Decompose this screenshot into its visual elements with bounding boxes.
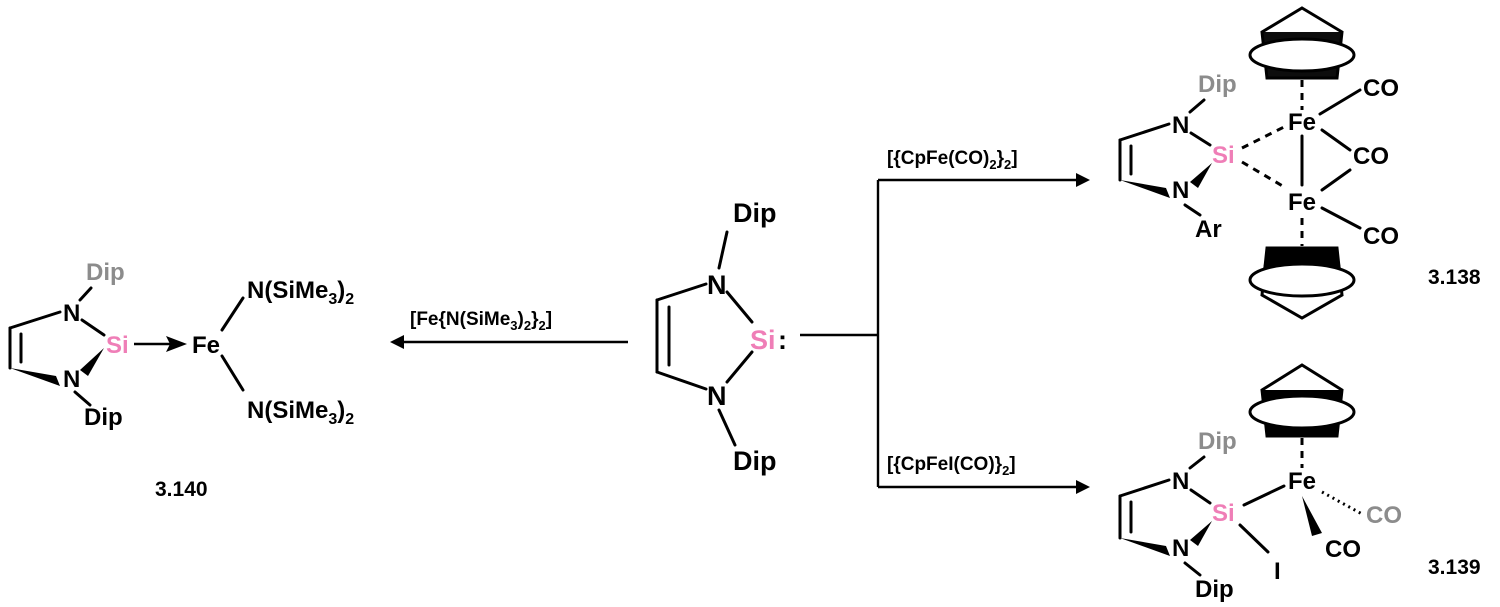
bond-n-si-top bbox=[725, 290, 754, 324]
product-3-139: Dip N N Dip Si Fe CO CO I 3.139 bbox=[1118, 363, 1481, 603]
fe-top-label: Fe bbox=[1288, 109, 1316, 136]
fe-bottom-label: Fe bbox=[1288, 189, 1316, 216]
bond-n-ar bbox=[1183, 203, 1202, 217]
bond-n-ch bbox=[1118, 122, 1171, 142]
fe-co-bridge-bottom bbox=[1320, 168, 1352, 192]
n-bottom-label: N bbox=[707, 381, 727, 411]
right-branch-arrows: [{CpFe(CO)2}2] [{CpFeI(CO)}2] bbox=[800, 148, 1090, 494]
si-label: Si bbox=[1212, 142, 1235, 169]
dip-label: Dip bbox=[1198, 71, 1237, 98]
bond-n-si bbox=[1189, 488, 1212, 505]
bond-ch-n-bottom bbox=[655, 370, 708, 391]
fe-label: Fe bbox=[192, 332, 220, 359]
n-bottom-label: N bbox=[1172, 177, 1189, 204]
si-label: Si bbox=[106, 332, 129, 359]
wedge-bond bbox=[10, 368, 60, 386]
compound-number: 3.138 bbox=[1428, 266, 1481, 289]
central-silylene: Dip Dip N N Si : bbox=[655, 198, 787, 476]
n-bottom-label: N bbox=[1172, 535, 1189, 562]
si-fe-top-bond bbox=[1241, 124, 1287, 150]
bond-n-dip bbox=[1183, 561, 1202, 577]
product-3-138: Dip N N Ar Si Fe Fe CO CO CO 3.138 bbox=[1118, 6, 1481, 320]
bond-dip-n bbox=[78, 286, 93, 302]
dip-bottom-label: Dip bbox=[1195, 576, 1234, 603]
cp-ring-top-inner bbox=[1248, 37, 1356, 73]
bond-dip-n-top bbox=[717, 230, 729, 270]
fe-co-bridge-top bbox=[1320, 128, 1352, 152]
co-bridge-label: CO bbox=[1353, 143, 1389, 170]
bond-fe-n-bottom bbox=[220, 354, 245, 392]
dip-top-label: Dip bbox=[1198, 428, 1237, 455]
fe-co-bottom-bond bbox=[1320, 206, 1362, 230]
ar-label: Ar bbox=[1195, 216, 1222, 243]
bond-dip-n-bottom bbox=[717, 408, 737, 447]
reagent-cpfei-co-dimer: [{CpFeI(CO)}2] bbox=[887, 454, 1016, 478]
wedge-si-n bbox=[1190, 163, 1212, 188]
si-label: Si bbox=[1212, 500, 1235, 527]
dative-arrowhead bbox=[166, 336, 187, 352]
bond-dip-n bbox=[1188, 455, 1206, 470]
wedge-si-n bbox=[1190, 521, 1212, 546]
compound-number: 3.140 bbox=[155, 478, 208, 501]
arrowhead-top bbox=[1076, 173, 1090, 187]
dip-bottom-label: Dip bbox=[84, 404, 123, 431]
bond-fe-n-top bbox=[220, 296, 245, 332]
bond-n-dip bbox=[73, 390, 92, 407]
bond-n-si bbox=[80, 318, 106, 337]
si-fe-bottom-bond bbox=[1241, 160, 1287, 190]
iodine-label: I bbox=[1274, 558, 1281, 585]
fe-label: Fe bbox=[1288, 468, 1316, 495]
wedge-si-n bbox=[80, 348, 104, 376]
bond-n-ch bbox=[8, 310, 62, 330]
wedge-bond bbox=[1120, 538, 1170, 556]
dip-bottom-label: Dip bbox=[733, 446, 777, 476]
amide-bottom: N(SiMe3)2 bbox=[247, 397, 354, 428]
dip-top-label: Dip bbox=[86, 259, 125, 286]
product-3-140: Dip N N Dip Si Fe N(SiMe3)2 N(SiMe3)2 3.… bbox=[8, 259, 354, 501]
fe-co-top-bond bbox=[1318, 88, 1362, 116]
left-reaction-arrow: [Fe{N(SiMe3)2}2] bbox=[390, 309, 628, 349]
reagent-fe-amide: [Fe{N(SiMe3)2}2] bbox=[410, 309, 552, 333]
si-fe-bond bbox=[1242, 484, 1286, 507]
arrowhead-bottom bbox=[1076, 480, 1090, 494]
cp-ring-inner bbox=[1248, 394, 1356, 430]
bond-dip-n bbox=[1188, 98, 1206, 114]
bond-si-n-bottom bbox=[725, 350, 754, 384]
cp-ring-bottom-inner bbox=[1248, 262, 1356, 298]
bond-n-ch-top bbox=[655, 282, 708, 302]
si-i-bond bbox=[1238, 523, 1270, 554]
fe-co-wedge-bond bbox=[1302, 496, 1322, 536]
reagent-cpfe-co2-dimer: [{CpFe(CO)2}2] bbox=[887, 148, 1018, 172]
si-label: Si bbox=[750, 325, 776, 355]
co-gray-label: CO bbox=[1366, 502, 1402, 529]
dip-top-label: Dip bbox=[733, 198, 777, 228]
bond-n-si bbox=[1189, 131, 1212, 147]
n-top-label: N bbox=[1172, 112, 1189, 139]
arrowhead-left bbox=[390, 335, 404, 349]
amide-top: N(SiMe3)2 bbox=[247, 277, 354, 308]
wedge-bond bbox=[1120, 180, 1170, 198]
bond-n-ch bbox=[1118, 478, 1171, 498]
co-top-label: CO bbox=[1363, 75, 1399, 102]
n-top-label: N bbox=[63, 300, 80, 327]
n-bottom-label: N bbox=[63, 366, 80, 393]
compound-number: 3.139 bbox=[1428, 556, 1481, 579]
n-top-label: N bbox=[707, 270, 727, 300]
n-top-label: N bbox=[1172, 468, 1189, 495]
fe-co-hashed-bond bbox=[1321, 490, 1363, 516]
lone-pair: : bbox=[778, 325, 787, 355]
co-bottom-label: CO bbox=[1363, 223, 1399, 250]
co-black-label: CO bbox=[1325, 536, 1361, 563]
